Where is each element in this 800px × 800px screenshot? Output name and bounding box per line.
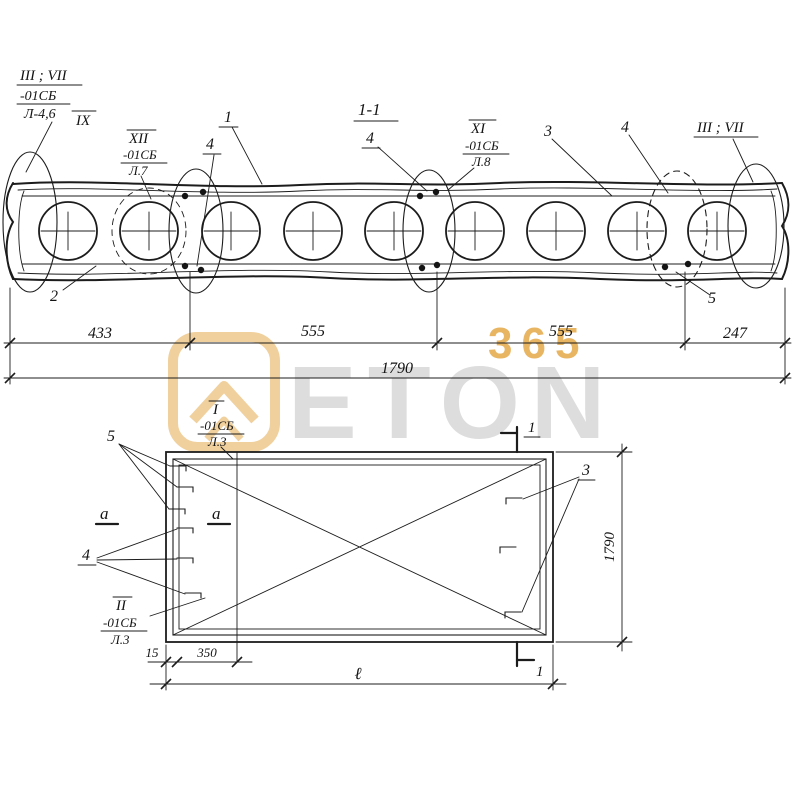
void-circle xyxy=(38,201,98,261)
section-cut-1-bottom: 1 xyxy=(515,640,544,680)
void-circle xyxy=(607,201,667,261)
watermark: 365 ETON xyxy=(168,319,616,460)
void-crosshairs xyxy=(40,211,745,251)
callout-5: 5 xyxy=(708,290,716,307)
plan-middle-outline xyxy=(172,458,547,636)
dim-555-b: 555 xyxy=(549,323,573,340)
void-circle xyxy=(526,201,586,261)
extension-lines xyxy=(9,271,786,385)
block-ii-roman: II xyxy=(115,598,127,614)
block-a-sheet: Л-4,6 xyxy=(23,107,56,122)
watermark-logo-roof-icon xyxy=(189,381,259,424)
block-c-roman: XI xyxy=(470,121,486,137)
section-a-left-label: a xyxy=(100,504,109,523)
annotation-block-i: I -01СБ Л.3 xyxy=(197,400,245,449)
plan-callout-4: 4 xyxy=(82,547,90,564)
dim-1790-total: 1790 xyxy=(381,360,413,377)
slab-bottom-inner-line xyxy=(17,269,778,275)
block-i-roman: I xyxy=(212,402,219,418)
plan-diagonal-2 xyxy=(172,458,547,636)
block-ii-sheet: Л.3 xyxy=(110,632,130,647)
plan-width-dimension: 1790 xyxy=(555,443,633,652)
callout-4b: 4 xyxy=(366,130,374,147)
plan-length-dimension: ℓ xyxy=(149,644,567,691)
block-a-roman: III ; VII xyxy=(19,68,68,84)
section-1-top-label: 1 xyxy=(528,420,536,436)
block-i-sheet: Л.3 xyxy=(207,434,227,449)
block-c-code: -01СБ xyxy=(465,138,499,153)
plan-leader-lines xyxy=(96,443,580,617)
void-circle xyxy=(445,201,505,261)
watermark-brand: ETON xyxy=(288,345,616,460)
void-circle xyxy=(119,201,179,261)
annotation-block-ii: II -01СБ Л.3 xyxy=(100,596,148,647)
detail-balloon-joint-2 xyxy=(402,169,456,293)
void-circles xyxy=(38,201,747,261)
block-a-roman2: IX xyxy=(75,113,91,129)
dim-555-a: 555 xyxy=(301,323,325,340)
void-circle xyxy=(283,201,343,261)
slab-top-inner-line xyxy=(17,187,778,193)
plan-inner-outline xyxy=(178,464,541,630)
slab-left-end-profile xyxy=(5,182,15,280)
section-cut-1-top: 1 xyxy=(499,420,541,454)
rebar-dots xyxy=(181,188,692,274)
block-b-sheet: Л.7 xyxy=(128,163,148,178)
block-a-code: -01СБ xyxy=(20,89,56,104)
section-leader-lines xyxy=(25,121,754,296)
dimension-ticks-total xyxy=(4,372,791,384)
callout-1: 1 xyxy=(224,109,232,126)
callout-4a: 4 xyxy=(206,136,214,153)
dim-length: ℓ xyxy=(354,664,361,683)
section-dimensions: 433 555 555 247 1790 xyxy=(3,271,792,385)
slab-right-end-profile xyxy=(780,182,790,280)
slab-left-end-inner xyxy=(18,190,25,272)
slab-bottom-edge xyxy=(12,275,783,282)
dim-1790-width: 1790 xyxy=(602,532,618,563)
block-i-code: -01СБ xyxy=(200,418,234,433)
slab-right-end-inner xyxy=(770,190,777,272)
block-b-roman: XII xyxy=(128,131,149,147)
void-circle xyxy=(364,201,424,261)
mesh-limit-dashed-oval xyxy=(111,187,187,275)
void-circle xyxy=(687,201,747,261)
section-a-right-label: a xyxy=(212,504,221,523)
watermark-logo-chevron-icon xyxy=(204,416,244,442)
annotation-block-c: XI -01СБ Л.8 xyxy=(462,119,510,169)
plan-outer-outline xyxy=(165,451,554,643)
block-ii-code: -01СБ xyxy=(103,615,137,630)
section-title: 1-1 xyxy=(358,100,381,119)
section-1-bottom-label: 1 xyxy=(536,664,544,680)
block-b-code: -01СБ xyxy=(123,147,157,162)
dim-350: 350 xyxy=(196,645,217,660)
plan-edge-dimensions: 15 350 xyxy=(146,645,253,668)
slab-top-edge xyxy=(12,180,783,188)
detail-balloon-left-end xyxy=(2,151,58,293)
watermark-number: 365 xyxy=(488,319,588,368)
watermark-logo-outline xyxy=(168,332,280,452)
detail-balloon-joint-1 xyxy=(168,168,224,294)
plan-callout-5: 5 xyxy=(107,428,115,445)
dimension-ticks xyxy=(4,337,791,349)
dim-15: 15 xyxy=(146,645,160,660)
dim-433: 433 xyxy=(88,325,112,342)
top-right-roman: III ; VII xyxy=(696,120,745,136)
section-view: III ; VII -01СБ Л-4,6 IX XII -01СБ Л.7 X… xyxy=(2,68,790,307)
detail-balloon-right-end xyxy=(727,163,785,289)
detail-balloon-joint-3-dashed xyxy=(646,170,708,288)
callout-2: 2 xyxy=(50,288,58,305)
block-c-sheet: Л.8 xyxy=(471,154,491,169)
annotation-block-a: III ; VII -01СБ Л-4,6 IX xyxy=(16,68,97,129)
dim-247: 247 xyxy=(723,325,748,342)
plan-view: 1 1 xyxy=(77,400,633,691)
callout-4c: 4 xyxy=(621,119,629,136)
plan-callout-3: 3 xyxy=(581,462,590,479)
rebar-anchor-hooks xyxy=(168,465,523,619)
callout-3: 3 xyxy=(543,123,552,140)
annotation-block-b: XII -01СБ Л.7 xyxy=(120,129,168,178)
